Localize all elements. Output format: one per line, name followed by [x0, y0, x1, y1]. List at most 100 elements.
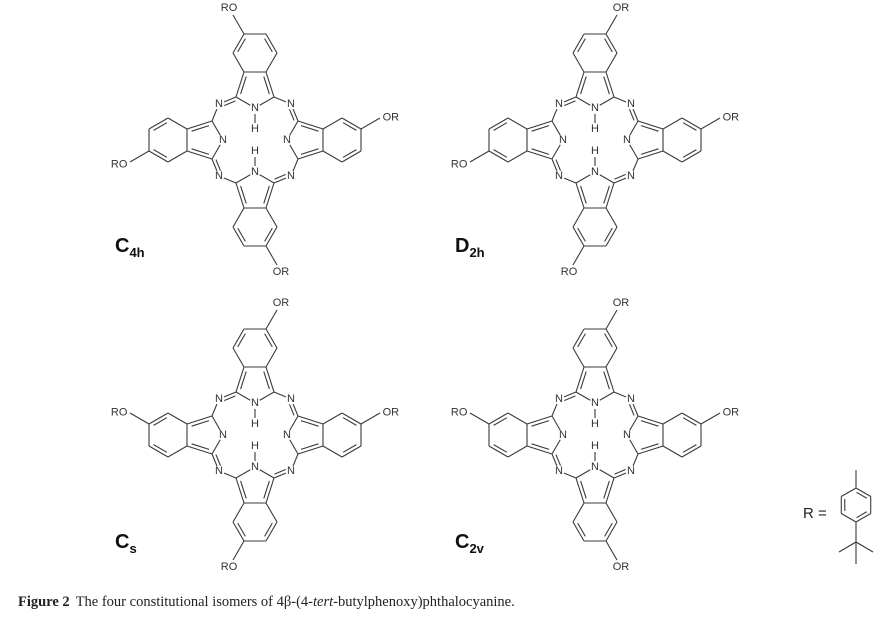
atom-mask	[553, 393, 565, 405]
symmetry-subscript: 2h	[469, 245, 484, 260]
atom-mask	[249, 102, 261, 114]
symmetry-subscript: s	[129, 541, 136, 556]
double-bond-line	[263, 76, 270, 95]
double-bond-line	[603, 76, 610, 95]
atom-mask	[217, 134, 229, 146]
oxygen-bond	[232, 540, 245, 561]
double-bond-line	[274, 468, 287, 475]
bond	[681, 150, 702, 163]
bond	[637, 150, 664, 160]
double-bond-line	[682, 149, 697, 158]
atom-mask	[621, 429, 633, 441]
oxygen-bond	[469, 412, 490, 425]
hydrogen: H	[251, 418, 259, 430]
caption-text-end: -butylphenoxy)phthalocyanine.	[333, 594, 515, 610]
atom-mask	[553, 98, 565, 110]
double-bond-line	[153, 417, 168, 426]
double-bond-line	[856, 491, 868, 499]
ring-bond	[841, 513, 857, 523]
bond	[167, 412, 188, 425]
bond	[681, 445, 702, 458]
bond	[637, 415, 664, 425]
bond	[605, 521, 618, 542]
double-bond-line	[603, 480, 610, 499]
oxygen-bond	[265, 309, 278, 330]
hydrogen: H	[591, 440, 599, 452]
bond	[572, 347, 585, 368]
bond	[572, 207, 585, 228]
bond	[605, 71, 615, 98]
bond	[297, 445, 324, 455]
bond	[572, 33, 585, 54]
atom-mask	[213, 170, 225, 182]
pyrrole-nitrogen: N	[591, 166, 599, 178]
pyrrole-nitrogen: N	[251, 102, 259, 114]
double-bond-line	[263, 480, 270, 499]
double-bond-line	[555, 454, 562, 467]
bond	[265, 207, 278, 228]
oxygen-bond	[700, 117, 721, 130]
double-bond-line	[640, 420, 659, 427]
pyrrole-nitrogen: N	[591, 397, 599, 409]
symmetry-subscript: 2v	[469, 541, 484, 556]
caption-text: The four constitutional isomers of 4β-(4…	[75, 594, 313, 610]
double-bond-line	[342, 122, 357, 131]
double-bond-line	[237, 38, 246, 53]
pyrrole-nitrogen: N	[251, 461, 259, 473]
meso-nitrogen: N	[555, 170, 563, 182]
meso-nitrogen: N	[627, 98, 635, 110]
double-bond-line	[342, 444, 357, 453]
atom-mask	[621, 134, 633, 146]
atom-mask	[553, 465, 565, 477]
meso-nitrogen: N	[555, 393, 563, 405]
atom-mask	[213, 98, 225, 110]
double-bond-line	[628, 403, 635, 416]
double-bond-line	[580, 185, 587, 204]
double-bond-line	[264, 38, 273, 53]
tbutyl-methyl-bond	[855, 541, 874, 553]
hydrogen: H	[251, 440, 259, 452]
double-bond-line	[288, 403, 295, 416]
bond	[605, 347, 618, 368]
double-bond-line	[263, 371, 270, 390]
double-bond-line	[856, 511, 868, 519]
symmetry-subscript: 4h	[129, 245, 144, 260]
double-bond-line	[604, 38, 613, 53]
double-bond-line	[342, 417, 357, 426]
double-bond-line	[191, 443, 210, 450]
bond	[572, 328, 585, 349]
bond	[265, 71, 275, 98]
bond	[605, 226, 618, 247]
bond	[232, 521, 245, 542]
pyrrole-nitrogen: N	[283, 429, 291, 441]
bond	[297, 150, 324, 160]
bond	[265, 477, 275, 504]
oxygen-bond	[605, 14, 618, 35]
substituent-label: RO	[451, 407, 468, 419]
double-bond-line	[640, 148, 659, 155]
double-bond-line	[640, 443, 659, 450]
double-bond-line	[288, 108, 295, 121]
bond	[265, 226, 278, 247]
atom-mask	[249, 166, 261, 178]
double-bond-line	[191, 420, 210, 427]
bond	[681, 412, 702, 425]
bond	[322, 117, 343, 130]
symmetry-label: Cs	[115, 531, 137, 556]
bond	[637, 445, 664, 455]
bond	[265, 502, 278, 523]
atom-mask	[281, 134, 293, 146]
bond	[605, 477, 615, 504]
double-bond-line	[493, 149, 508, 158]
substituent-label: OR	[613, 2, 630, 14]
bond	[186, 150, 213, 160]
atom-mask	[625, 465, 637, 477]
ring-bond	[855, 487, 871, 497]
caption-label: Figure 2	[18, 594, 70, 610]
double-bond-line	[215, 159, 222, 172]
double-bond-line	[603, 185, 610, 204]
substituent-label: OR	[723, 407, 740, 419]
symmetry-symbol: C	[115, 531, 129, 553]
